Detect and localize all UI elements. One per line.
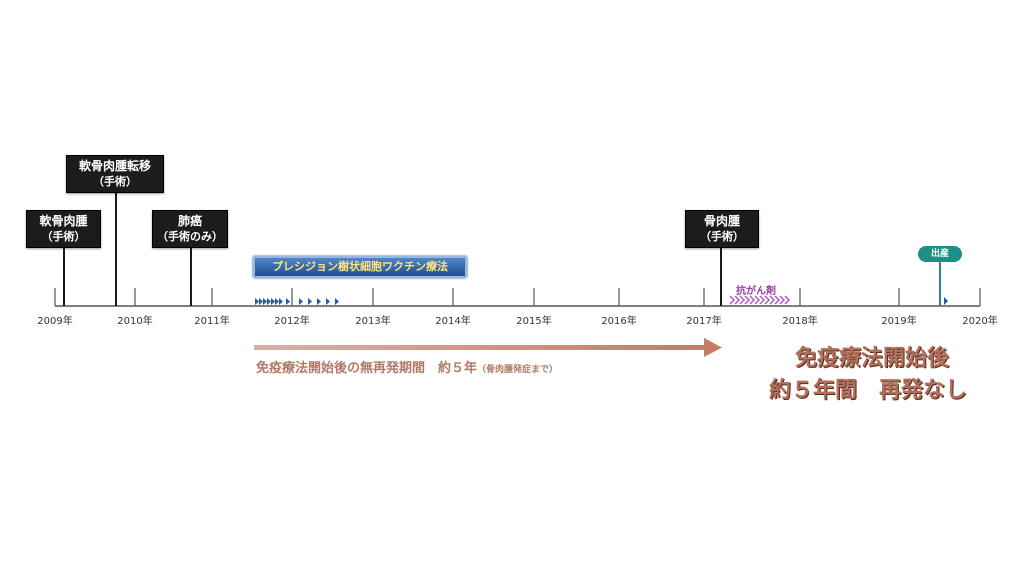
stem-metastasis [115, 193, 117, 306]
anticancer-dose-marker [739, 295, 746, 305]
year-label: 2020年 [962, 314, 997, 327]
year-label: 2010年 [117, 314, 152, 327]
birth-marker [944, 297, 948, 305]
event-title: 軟骨肉腫転移 [78, 159, 151, 173]
anticancer-dose-marker [764, 295, 771, 305]
event-lung-cancer: 肺癌 （手術のみ） [152, 210, 228, 248]
event-sub: （手術） [41, 230, 86, 243]
therapy-dose-marker [317, 298, 321, 305]
therapy-dose-marker [286, 298, 290, 305]
year-label: 2017年 [686, 314, 721, 327]
year-label: 2018年 [782, 314, 817, 327]
anticancer-dose-marker [744, 295, 751, 305]
event-sub: （手術） [700, 230, 744, 243]
therapy-dose-marker [259, 298, 263, 305]
stem-bone-sarcoma [720, 248, 722, 306]
event-sub: （手術） [93, 175, 137, 188]
year-label: 2016年 [601, 314, 636, 327]
year-label: 2014年 [435, 314, 470, 327]
anticancer-dose-marker [759, 295, 766, 305]
therapy-dose-marker [299, 298, 303, 305]
event-title: 骨肉腫 [703, 214, 740, 228]
event-title: 軟骨肉腫 [39, 214, 88, 228]
therapy-dose-marker [255, 298, 259, 305]
event-sub: （手術のみ） [157, 230, 223, 243]
recurrence-free-arrow-head [704, 338, 722, 357]
therapy-dose-marker [326, 298, 330, 305]
stem-soft-tissue-sarcoma [63, 248, 65, 306]
therapy-dose-marker [275, 298, 279, 305]
anticancer-label: 抗がん剤 [736, 286, 776, 297]
caption-main: 免疫療法開始後の無再発期間 約５年 [256, 361, 478, 376]
anticancer-markers [729, 295, 791, 305]
anticancer-dose-marker [734, 295, 741, 305]
anticancer-dose-marker [784, 295, 791, 305]
anticancer-dose-marker [749, 295, 756, 305]
year-label: 2011年 [194, 314, 229, 327]
recurrence-free-caption: 免疫療法開始後の無再発期間 約５年（骨肉腫発症まで） [256, 357, 558, 376]
therapy-dose-marker [271, 298, 275, 305]
therapy-markers [255, 298, 339, 305]
anticancer-dose-marker [774, 295, 781, 305]
result-line-1: 免疫療法開始後 [794, 345, 949, 371]
birth-label: 出産 [918, 246, 962, 262]
year-label: 2009年 [37, 314, 72, 327]
year-label: 2015年 [516, 314, 551, 327]
anticancer-dose-marker [779, 295, 786, 305]
therapy-label: プレシジョン樹状細胞ワクチン療法 [253, 256, 467, 278]
anticancer-dose-marker [754, 295, 761, 305]
therapy-dose-marker [263, 298, 267, 305]
event-metastasis: 軟骨肉腫転移 （手術） [66, 155, 164, 193]
result-line-2: 約５年間 再発なし [768, 377, 967, 403]
therapy-dose-marker [279, 298, 283, 305]
year-label: 2012年 [274, 314, 309, 327]
anticancer-dose-marker [729, 295, 736, 305]
year-label: 2019年 [881, 314, 916, 327]
therapy-dose-marker [308, 298, 312, 305]
event-title: 肺癌 [177, 214, 202, 228]
anticancer-dose-marker [769, 295, 776, 305]
recurrence-free-arrow-shaft [254, 345, 706, 350]
event-bone-sarcoma: 骨肉腫 （手術） [685, 210, 759, 248]
year-label: 2013年 [355, 314, 390, 327]
year-ticks [54, 288, 981, 306]
therapy-dose-marker [267, 298, 271, 305]
event-soft-tissue-sarcoma: 軟骨肉腫 （手術） [26, 210, 101, 248]
stem-lung-cancer [190, 248, 192, 306]
year-labels: 2009年 2010年 2011年 2012年 2013年 2014年 2015年 2016年… [37, 314, 997, 327]
caption-note: （骨肉腫発症まで） [477, 365, 559, 375]
therapy-dose-marker [335, 298, 339, 305]
